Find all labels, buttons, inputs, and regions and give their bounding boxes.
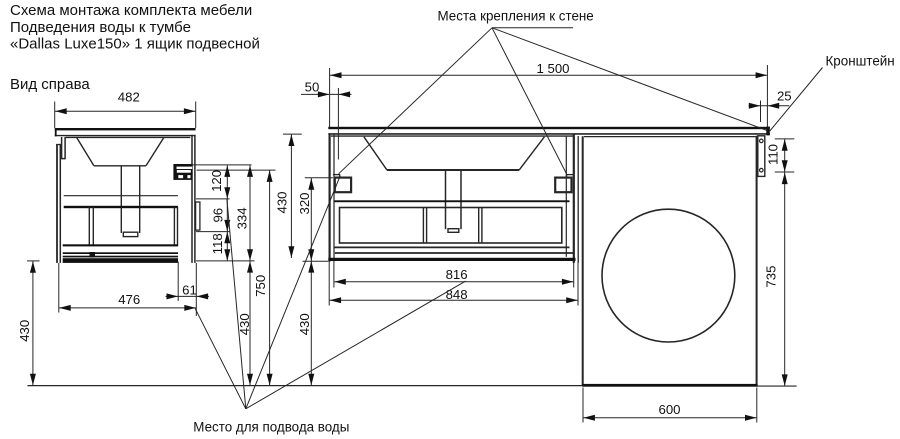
- svg-text:Место для подвода воды: Место для подвода воды: [193, 419, 349, 434]
- svg-text:Схема монтажа комплекта мебели: Схема монтажа комплекта мебели: [10, 2, 252, 19]
- svg-text:430: 430: [297, 313, 312, 335]
- svg-text:110: 110: [766, 144, 781, 165]
- svg-text:Вид справа: Вид справа: [10, 76, 90, 93]
- svg-text:1 500: 1 500: [536, 61, 569, 76]
- svg-text:476: 476: [118, 292, 140, 307]
- svg-text:25: 25: [777, 88, 792, 103]
- svg-text:Места крепления к стене: Места крепления к стене: [438, 9, 594, 24]
- svg-text:50: 50: [305, 80, 320, 95]
- svg-text:320: 320: [297, 192, 312, 214]
- svg-text:61: 61: [182, 283, 197, 298]
- svg-text:120: 120: [209, 170, 224, 192]
- svg-text:430: 430: [275, 191, 290, 213]
- svg-text:848: 848: [446, 287, 468, 302]
- svg-text:735: 735: [763, 266, 778, 288]
- svg-text:118: 118: [210, 233, 225, 254]
- svg-text:Подведения воды к тумбе: Подведения воды к тумбе: [10, 19, 191, 36]
- svg-text:600: 600: [658, 402, 680, 417]
- svg-text:430: 430: [17, 320, 32, 342]
- svg-text:«Dallas Luxe150» 1 ящик подвес: «Dallas Luxe150» 1 ящик подвесной: [10, 36, 260, 53]
- svg-text:816: 816: [446, 267, 468, 282]
- svg-text:482: 482: [118, 89, 140, 104]
- svg-text:Кронштейн: Кронштейн: [826, 54, 895, 69]
- svg-text:750: 750: [253, 275, 268, 297]
- svg-text:96: 96: [210, 208, 225, 223]
- svg-text:430: 430: [237, 313, 252, 335]
- svg-text:334: 334: [235, 207, 250, 229]
